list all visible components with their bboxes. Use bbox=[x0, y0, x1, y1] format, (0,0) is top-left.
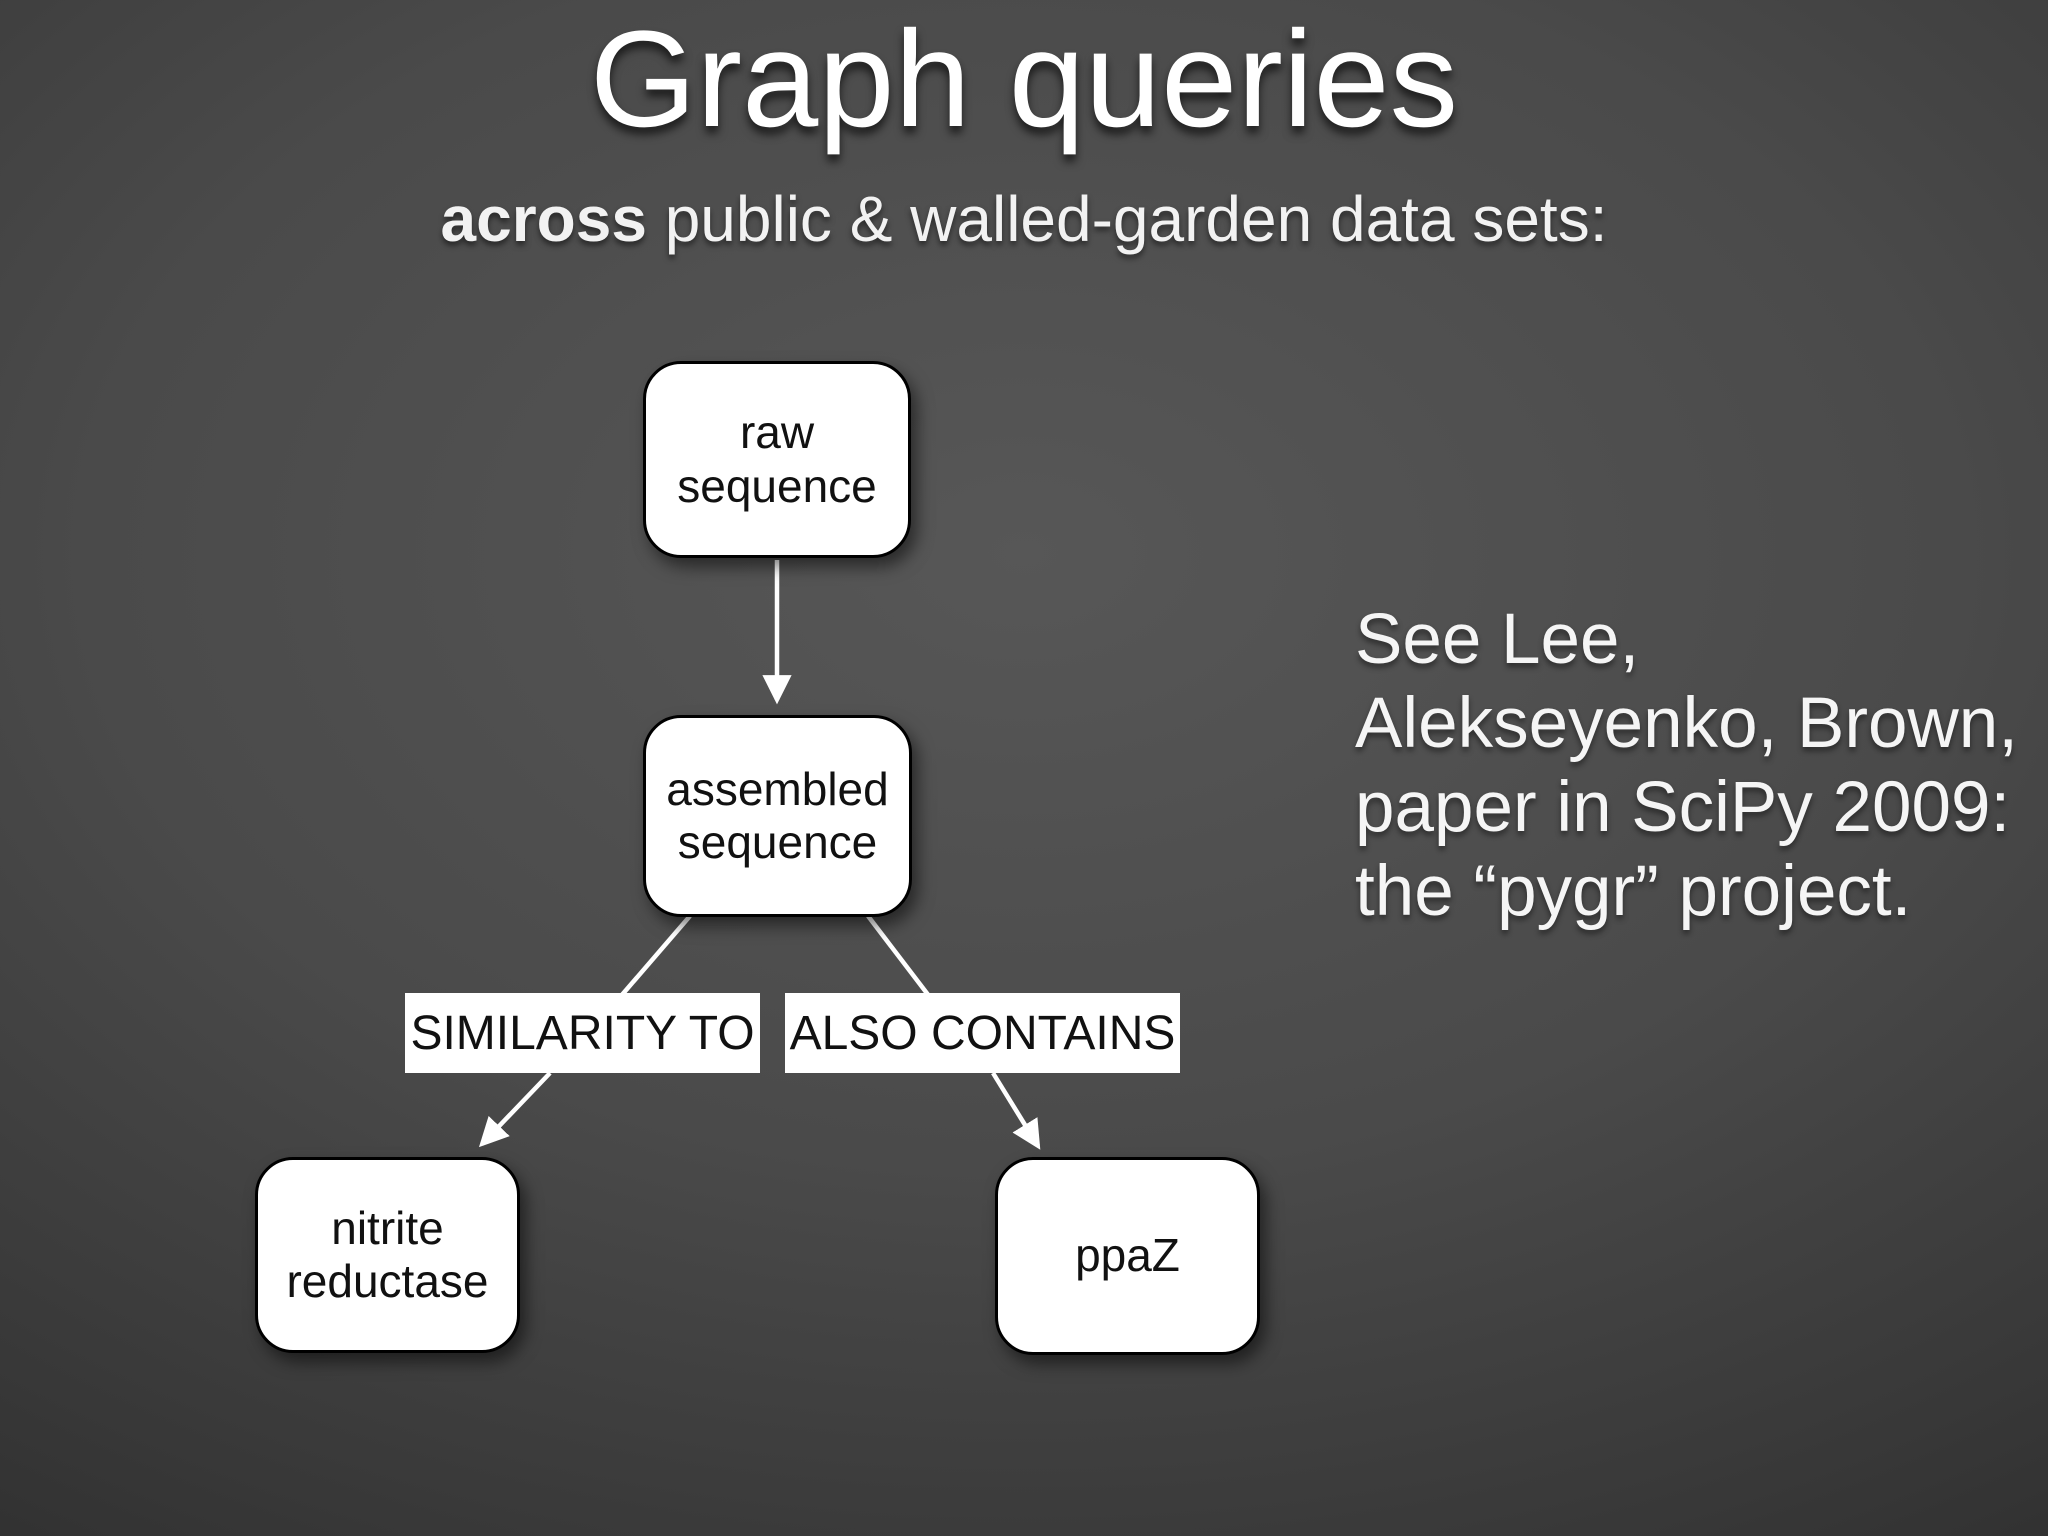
edge-label-similarity-to: SIMILARITY TO bbox=[405, 993, 760, 1073]
edge-assembled-to-similarity-label bbox=[619, 914, 692, 998]
node-assembled-sequence-label: assembled sequence bbox=[666, 762, 889, 868]
node-nitrite-reductase-label: nitrite reductase bbox=[286, 1201, 489, 1307]
node-raw-sequence: raw sequence bbox=[643, 361, 911, 558]
node-raw-sequence-label: raw sequence bbox=[677, 406, 877, 512]
arrow-also-to-ppaz bbox=[991, 1071, 1041, 1150]
side-note-line: the “pygr” project. bbox=[1355, 852, 1912, 931]
edge-label-similarity-to-text: SIMILARITY TO bbox=[410, 1006, 755, 1060]
subtitle-bold-word: across bbox=[440, 183, 647, 255]
edge-label-also-contains-text: ALSO CONTAINS bbox=[789, 1006, 1176, 1060]
side-note-line: paper in SciPy 2009: bbox=[1355, 768, 2011, 847]
node-ppaz: ppaZ bbox=[995, 1157, 1260, 1355]
node-nitrite-reductase: nitrite reductase bbox=[255, 1157, 520, 1353]
subtitle-rest: public & walled-garden data sets: bbox=[646, 183, 1608, 255]
node-assembled-sequence: assembled sequence bbox=[643, 715, 912, 917]
slide-title: Graph queries bbox=[589, 3, 1459, 156]
node-ppaz-label: ppaZ bbox=[1075, 1229, 1180, 1282]
edge-label-also-contains: ALSO CONTAINS bbox=[785, 993, 1180, 1073]
side-note-line: See Lee, bbox=[1355, 600, 1640, 679]
slide-subtitle: across public & walled-garden data sets: bbox=[0, 184, 2048, 254]
arrow-similarity-to-nitrite bbox=[478, 1071, 552, 1148]
side-note-line: Alekseyenko, Brown, bbox=[1355, 684, 2018, 763]
edge-assembled-to-also-label bbox=[866, 914, 931, 998]
side-note: See Lee, Alekseyenko, Brown, paper in Sc… bbox=[1355, 598, 2045, 934]
